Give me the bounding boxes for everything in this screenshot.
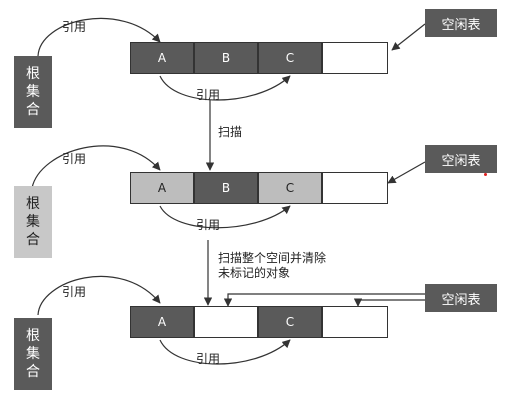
a-to-c-reference-arrow-3 (159, 339, 291, 365)
free-list-label: 空闲表 (441, 17, 481, 33)
root-set-char: 根 (26, 196, 40, 212)
reference-label: 引用 (62, 20, 87, 34)
heap-cell (322, 42, 388, 74)
root-set-char: 集 (26, 346, 40, 362)
sweep-step-line: 扫描整个空间并清除 (218, 251, 327, 265)
reference-label: 引用 (196, 218, 221, 232)
a-to-c-reference-arrow-2 (159, 205, 291, 229)
heap-cell: C (258, 42, 322, 74)
root-set-char: 根 (26, 66, 40, 82)
a-to-c-reference-arrow-1 (159, 75, 291, 101)
reference-label: 引用 (62, 152, 87, 166)
heap-cell: B (194, 172, 258, 204)
heap-cell: A (130, 172, 194, 204)
free-list-pointer-3 (223, 293, 425, 307)
root-set-1: 根 集 合 (14, 56, 52, 128)
reference-label: 引用 (196, 88, 221, 102)
sweep-step-line: 未标记的对象 (218, 266, 291, 280)
root-set-3: 根 集 合 (14, 318, 52, 390)
cell-label: C (285, 51, 295, 65)
root-set-char: 根 (26, 328, 40, 344)
free-list-label: 空闲表 (441, 153, 481, 169)
heap-cell (322, 172, 388, 204)
heap-cell: A (130, 306, 194, 338)
scan-step-label: 扫描 (218, 125, 243, 139)
cell-label: C (285, 315, 295, 329)
heap-cell (194, 306, 258, 338)
free-list-1: 空闲表 (425, 9, 497, 37)
reference-label: 引用 (196, 352, 221, 366)
free-list-chain-3 (353, 298, 425, 307)
sweep-step-label: 扫描整个空间并清除 未标记的对象 (218, 251, 326, 281)
heap-cell: A (130, 42, 194, 74)
free-list-2: 空闲表 (425, 145, 497, 173)
cell-label: A (157, 51, 167, 65)
free-list-pointer-2 (387, 161, 426, 184)
root-reference-arrow-1 (37, 17, 161, 57)
root-set-char: 合 (26, 364, 40, 380)
stray-dot (484, 173, 487, 176)
root-set-2: 根 集 合 (14, 186, 52, 258)
root-reference-arrow-3 (37, 275, 161, 316)
heap-cell (322, 306, 388, 338)
free-list-label: 空闲表 (441, 292, 481, 308)
root-reference-arrow-2 (31, 145, 161, 189)
free-list-pointer-1 (391, 23, 426, 51)
root-set-char: 合 (26, 232, 40, 248)
heap-cell: C (258, 172, 322, 204)
cell-label: B (221, 51, 231, 65)
cell-label: B (221, 181, 231, 195)
root-set-char: 集 (26, 84, 40, 100)
heap-cell: C (258, 306, 322, 338)
heap-cell: B (194, 42, 258, 74)
root-set-char: 合 (26, 102, 40, 118)
reference-label: 引用 (62, 285, 87, 299)
cell-label: A (157, 315, 167, 329)
cell-label: C (285, 181, 295, 195)
root-set-char: 集 (26, 214, 40, 230)
free-list-3: 空闲表 (425, 284, 497, 312)
cell-label: A (157, 181, 167, 195)
